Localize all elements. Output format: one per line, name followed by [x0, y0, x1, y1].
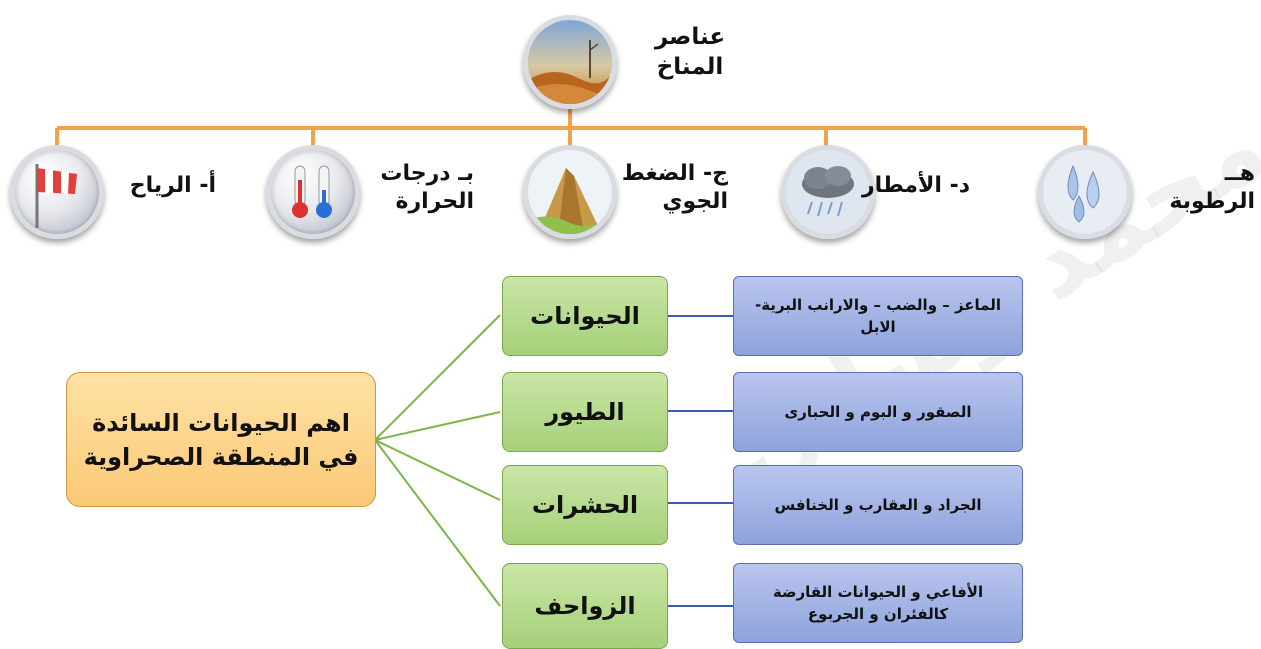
element-label-pressure: ج- الضغط الجوي	[621, 161, 728, 214]
examples-box-reptiles: الأفاعي و الحيوانات القارضة كالفئران و ا…	[733, 563, 1023, 643]
examples-box-animals: الماعز – والضب – والارانب البرية- الابل	[733, 276, 1023, 356]
category-label: الزواحف	[534, 592, 636, 620]
element-label-rain: د- الأمطار	[862, 173, 970, 198]
examples-text: الأفاعي و الحيوانات القارضة كالفئران و ا…	[772, 583, 984, 623]
windsock-icon	[10, 145, 104, 239]
rain-cloud-icon	[781, 145, 875, 239]
examples-box-birds: الصقور و البوم و الحبارى	[733, 372, 1023, 452]
mountain-icon	[523, 145, 617, 239]
examples-text: الصقور و البوم و الحبارى	[784, 403, 972, 421]
category-box-birds: الطيور	[502, 372, 668, 452]
category-box-animals: الحيوانات	[502, 276, 668, 356]
category-box-insects: الحشرات	[502, 465, 668, 545]
element-label-humidity: هــ الرطوبة	[1169, 161, 1255, 214]
examples-box-insects: الجراد و العقارب و الخنافس	[733, 465, 1023, 545]
category-label: الحيوانات	[530, 302, 640, 330]
element-label-temperature: بـ درجات الحرارة	[380, 161, 474, 214]
examples-text: الماعز – والضب – والارانب البرية- الابل	[754, 296, 1001, 336]
desert-climate-icon	[523, 15, 617, 109]
animals-main-label: اهم الحيوانات السائدة في المنطقة الصحراو…	[83, 408, 359, 471]
animals-main-box: اهم الحيوانات السائدة في المنطقة الصحراو…	[66, 372, 376, 507]
category-box-reptiles: الزواحف	[502, 563, 668, 649]
category-label: الطيور	[545, 398, 625, 426]
climate-title: عناصر المناخ	[654, 24, 726, 80]
element-label-wind: أ- الرياح	[129, 173, 216, 198]
water-drops-icon	[1038, 145, 1132, 239]
category-label: الحشرات	[531, 491, 639, 519]
examples-text: الجراد و العقارب و الخنافس	[774, 496, 982, 514]
thermometer-icon	[266, 145, 360, 239]
